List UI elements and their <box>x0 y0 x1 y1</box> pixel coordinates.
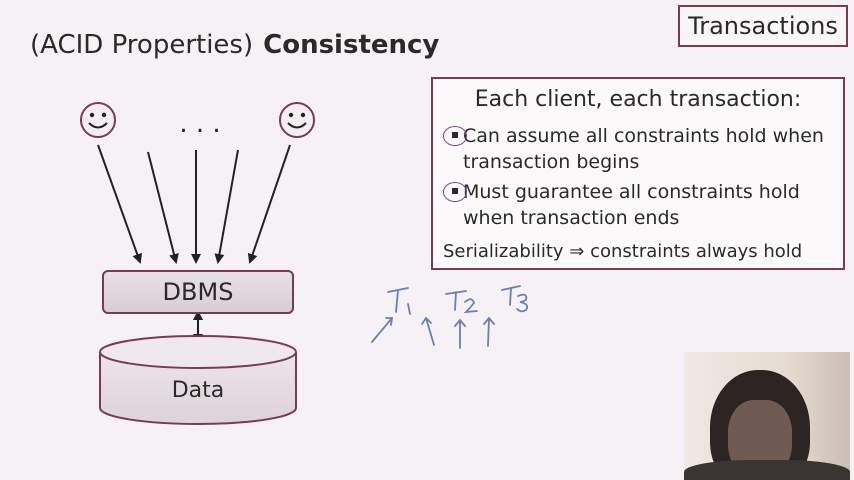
bullet-square-icon <box>443 126 467 146</box>
info-footer: Serializability ⇒ constraints always hol… <box>443 241 803 262</box>
bullet-line: transaction begins <box>463 151 640 173</box>
title-prefix: (ACID Properties) <box>30 30 254 60</box>
bullet-item: Can assume all constraints hold when tra… <box>443 123 839 175</box>
client-arrow <box>147 151 179 264</box>
client-arrow <box>97 144 143 264</box>
info-title: Each client, each transaction: <box>474 87 802 112</box>
title-main: Consistency <box>263 30 440 60</box>
bullet-line: Must guarantee all constraints hold <box>463 181 800 203</box>
handwritten-notes <box>371 285 529 349</box>
presenter-webcam <box>684 352 850 480</box>
client-smiley-left <box>80 102 116 138</box>
client-smiley-right <box>279 102 315 138</box>
dbms-box: DBMS <box>102 270 294 314</box>
client-ellipsis: . . . <box>179 109 220 139</box>
page-title: (ACID Properties) Consistency <box>30 30 439 60</box>
client-arrow <box>247 144 291 264</box>
topic-badge: Transactions <box>678 5 848 47</box>
client-arrow <box>214 149 239 264</box>
data-cylinder <box>99 335 297 425</box>
bullet-square-icon <box>443 182 467 202</box>
bullet-line: Can assume all constraints hold when <box>463 125 824 147</box>
data-label: Data <box>171 378 225 403</box>
bullet-line: when transaction ends <box>463 207 680 229</box>
client-arrows <box>97 144 291 264</box>
bullet-item: Must guarantee all constraints hold when… <box>443 179 839 231</box>
presenter-shoulder <box>684 460 850 480</box>
info-box: Each client, each transaction: Can assum… <box>431 77 845 270</box>
